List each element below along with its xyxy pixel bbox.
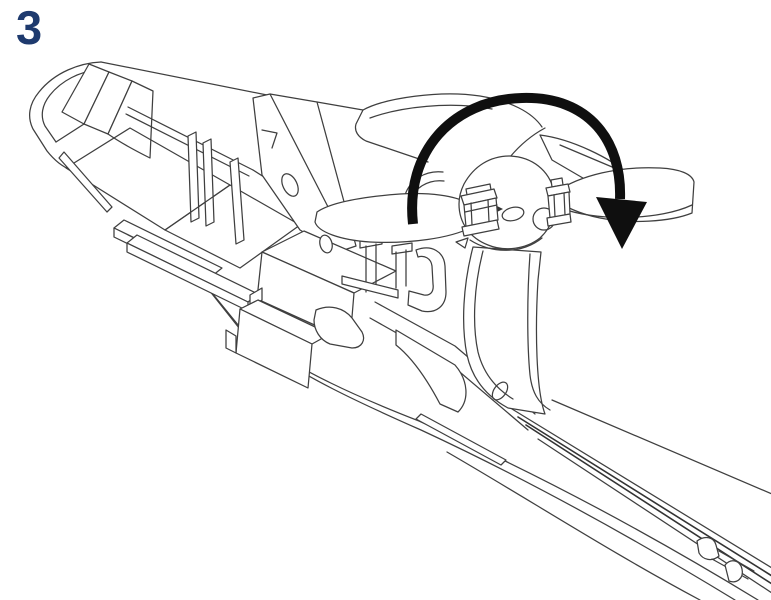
blade-mount-right <box>545 177 572 227</box>
rotation-arrow-head <box>596 197 647 249</box>
blade-mount-left <box>460 183 500 237</box>
boom-clip <box>696 536 755 583</box>
cockpit-frame <box>125 106 301 269</box>
nose-frame <box>29 61 268 231</box>
mount-posts <box>341 235 536 431</box>
equipment-blocks <box>225 230 397 389</box>
rotation-arrow-arc <box>407 92 626 225</box>
step-number: 3 <box>16 1 43 54</box>
rotation-arrow-icon <box>407 92 647 249</box>
lower-boards <box>113 219 259 312</box>
support-mast <box>455 237 551 415</box>
